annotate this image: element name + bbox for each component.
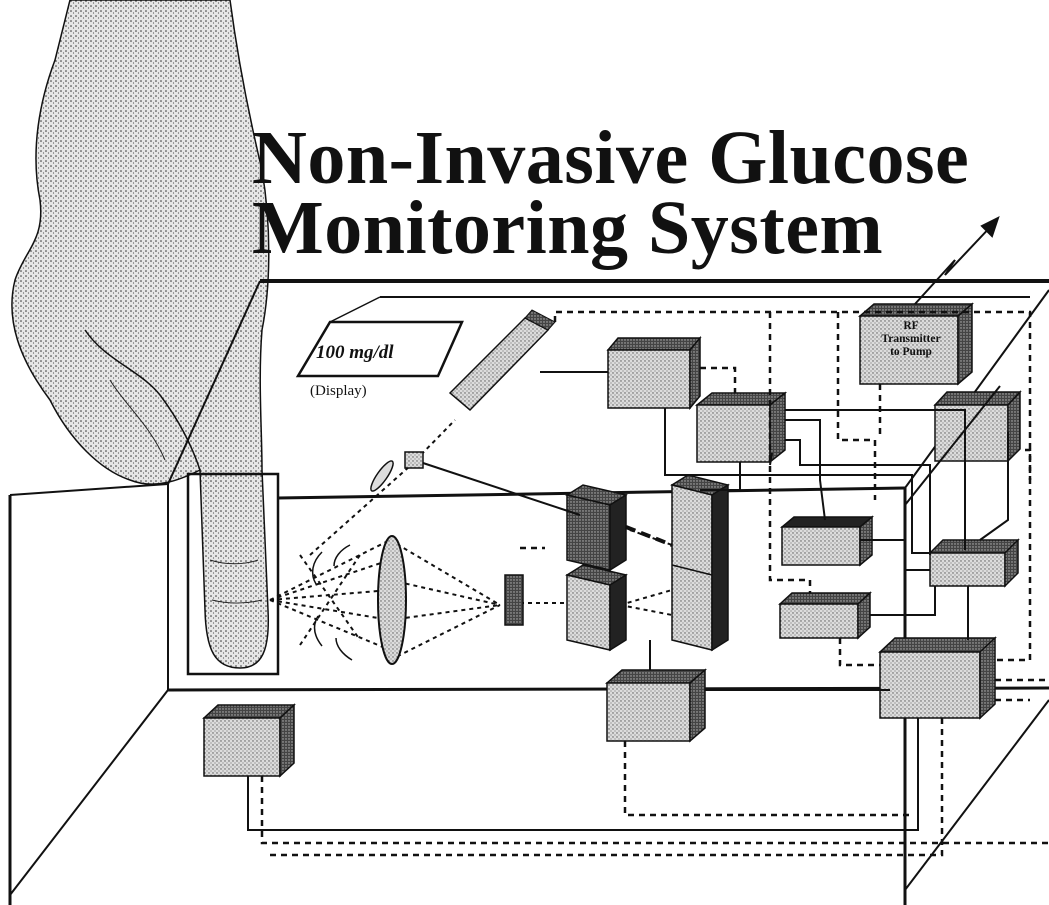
solid-wiring xyxy=(248,372,1008,830)
filter-element xyxy=(505,575,523,625)
title-line-1: Non-Invasive Glucose xyxy=(252,120,969,196)
rf-label-line-1: RF xyxy=(860,320,962,333)
box-d xyxy=(782,517,872,565)
box-power xyxy=(204,705,294,776)
display-value: 100 mg/dl xyxy=(316,342,394,364)
condenser-lens xyxy=(378,536,406,664)
detector-upper xyxy=(567,485,626,570)
box-b xyxy=(697,393,785,462)
angled-sensor xyxy=(450,318,548,410)
box-a xyxy=(608,338,700,408)
box-e xyxy=(930,540,1018,586)
rf-transmitter-label: RF Transmitter to Pump xyxy=(860,320,962,359)
rf-label-line-2: Transmitter xyxy=(860,333,962,346)
dashed-heavy xyxy=(626,527,672,545)
box-h xyxy=(607,670,705,741)
box-g xyxy=(880,638,995,718)
grating-column xyxy=(672,475,728,650)
detector-block-small xyxy=(405,452,423,468)
rf-label-line-3: to Pump xyxy=(860,346,962,359)
box-f xyxy=(780,593,870,638)
small-lens xyxy=(368,458,397,493)
detector-lower xyxy=(567,565,626,650)
rf-antenna-icon xyxy=(915,218,998,304)
title-line-2: Monitoring System xyxy=(252,190,883,266)
hand-illustration xyxy=(12,0,269,668)
display-caption: (Display) xyxy=(310,383,367,400)
